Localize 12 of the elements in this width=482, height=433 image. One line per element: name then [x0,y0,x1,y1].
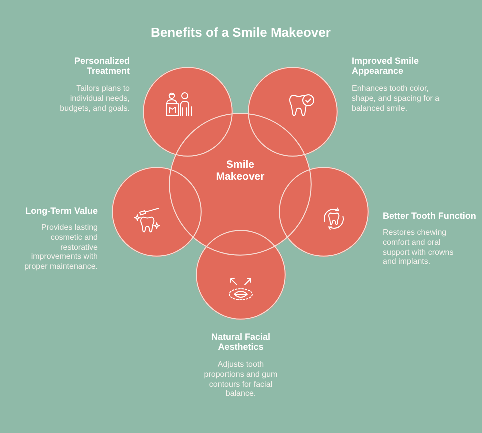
benefit-description: Adjusts tooth proportions and gum contours for facial balance. [203,360,279,400]
benefit-heading: Natural Facial Aesthetics [210,332,272,352]
benefit-description: Provides lasting cosmetic and restorative improvements with proper maintenance. [24,223,98,272]
diagram-title: Benefits of a Smile Makeover [151,24,331,42]
circle-label: Smile Makeover [215,159,266,183]
benefit-description: Enhances tooth color, shape, and spacing for a balanced smile. [352,84,441,114]
benefit-description: Tailors plans to individual needs, budgets, and goals. [59,84,130,114]
benefit-description: Restores chewing comfort and oral support with crowns and implants. [383,228,455,268]
benefit-heading: Better Tooth Function [383,211,476,221]
benefit-heading: Long-Term Value [26,206,98,216]
benefit-heading: Personalized Treatment [73,56,130,76]
benefit-heading: Improved Smile Appearance [352,56,420,76]
